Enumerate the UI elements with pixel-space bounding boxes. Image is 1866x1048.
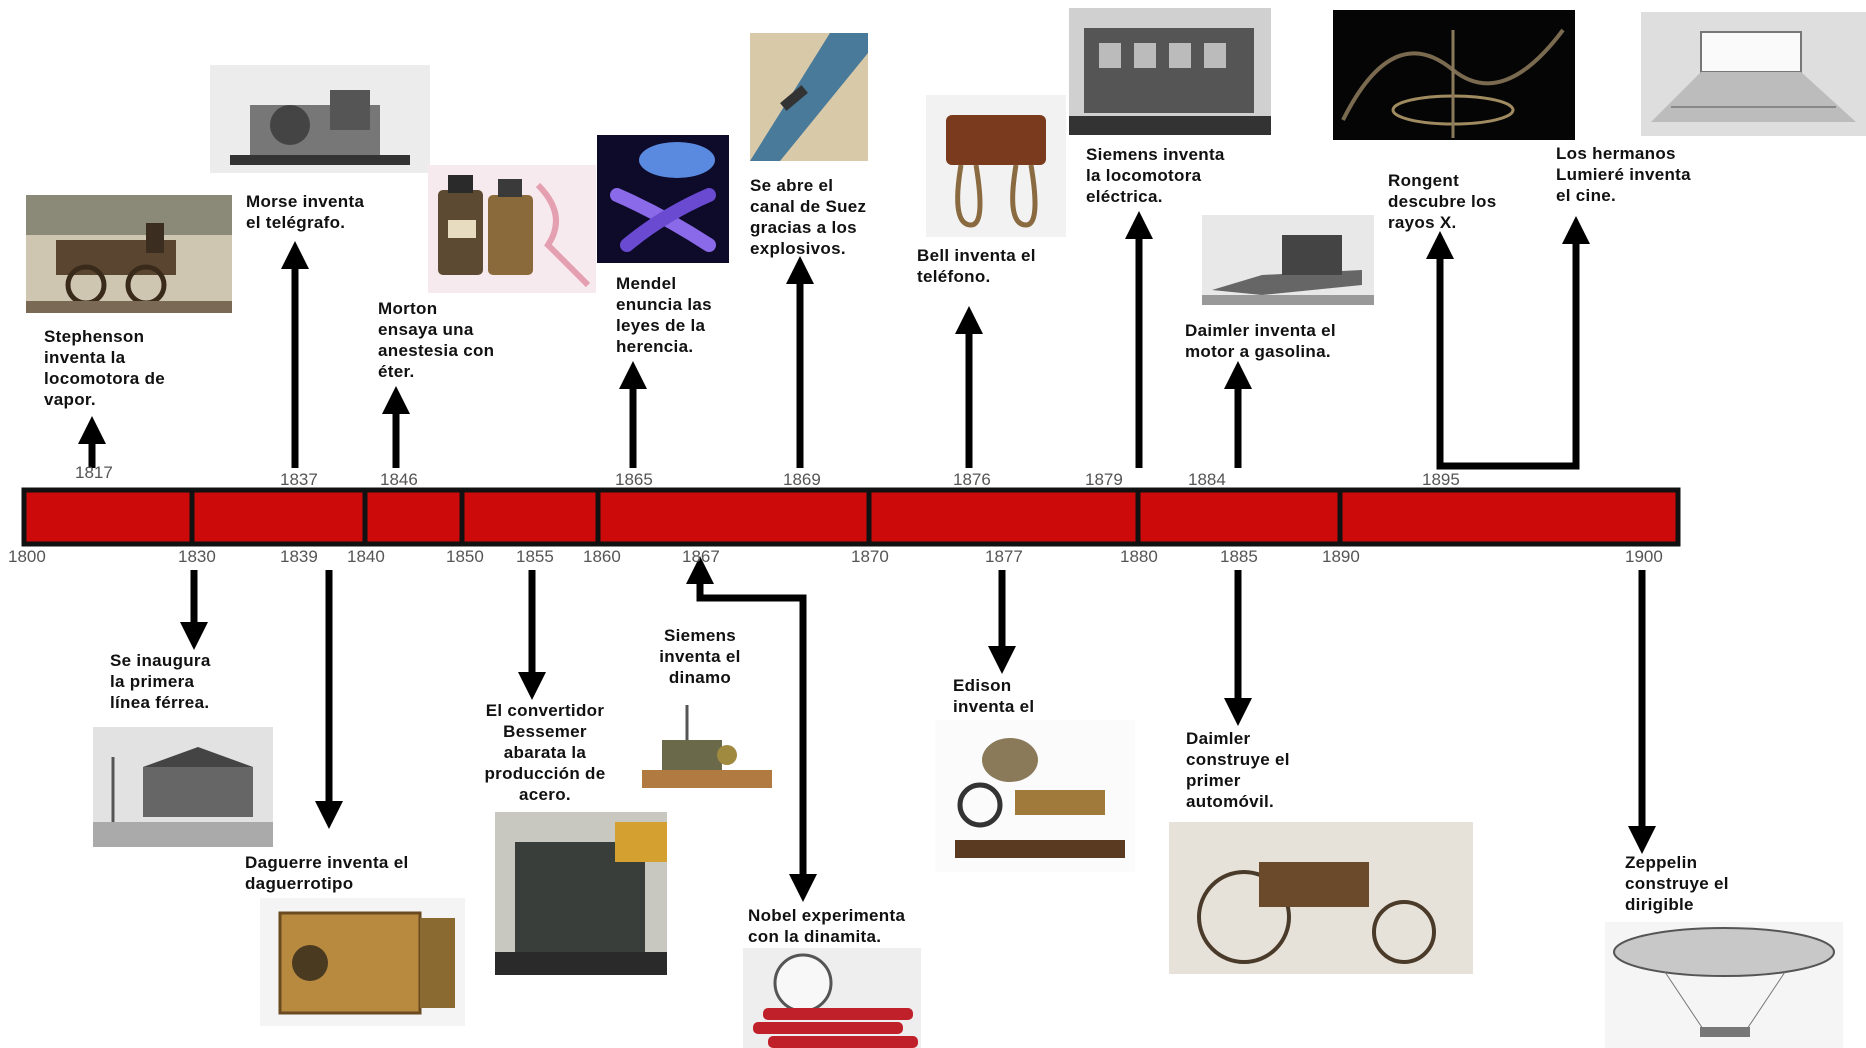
year-label-axis: 1890	[1322, 547, 1360, 566]
phonograph-icon	[935, 720, 1135, 872]
chromosome-icon	[597, 135, 729, 263]
event-bell: Bell inventa el teléfono.	[917, 246, 1036, 286]
year-label-axis: 1880	[1120, 547, 1158, 566]
airship-icon	[1605, 922, 1843, 1048]
event-lumiere: Los hermanos Lumieré inventa el cine.	[1556, 144, 1691, 205]
year-label-above: 1876	[953, 470, 991, 489]
arrows-below	[180, 556, 1656, 902]
arrows-above	[78, 211, 1590, 470]
event-nobel: Nobel experimenta con la dinamita.	[748, 906, 906, 946]
year-label-axis: 1900	[1625, 547, 1663, 566]
year-label-above: 1879	[1085, 470, 1123, 489]
year-label-axis: 1840	[347, 547, 385, 566]
railway-station-icon	[93, 727, 273, 847]
electric-locomotive-icon	[1069, 8, 1271, 135]
arrow-fork-up	[1426, 216, 1590, 470]
event-stephenson: Stephenson inventa la locomotora de vapo…	[44, 327, 166, 409]
year-label-axis: 1860	[583, 547, 621, 566]
event-morton: Morton ensaya una anestesia con éter.	[378, 299, 495, 381]
timeline-bar	[21, 487, 1681, 547]
year-label-axis: 1839	[280, 547, 318, 566]
year-label-axis: 1850	[446, 547, 484, 566]
event-daimler-car: Daimler construye el primer automóvil.	[1186, 729, 1290, 811]
dynamite-icon	[743, 948, 921, 1048]
event-daimler-engine: Daimler inventa el motor a gasolina.	[1185, 321, 1336, 361]
year-label-axis: 1800	[8, 547, 46, 566]
steel-plant-icon	[495, 812, 667, 975]
event-zeppelin: Zeppelin construye el dirigible	[1625, 853, 1729, 914]
xray-tube-icon	[1333, 10, 1575, 140]
year-label-above: 1895	[1422, 470, 1460, 489]
year-label-above: 1884	[1188, 470, 1226, 489]
camera-icon	[260, 898, 465, 1026]
event-morse: Morse inventa el telégrafo.	[246, 192, 365, 232]
event-suez: Se abre el canal de Suez gracias a los e…	[750, 176, 867, 258]
year-label-axis: 1830	[178, 547, 216, 566]
arrow-fork-down	[686, 556, 817, 902]
event-first-railway: Se inaugura la primera línea férrea.	[110, 651, 211, 712]
year-label-above: 1817	[75, 463, 113, 482]
telegraph-icon	[210, 65, 430, 173]
year-label-above: 1846	[380, 470, 418, 489]
year-label-axis: 1870	[851, 547, 889, 566]
steam-locomotive-icon	[26, 195, 232, 313]
event-bessemer: El convertidor Bessemer abarata la produ…	[484, 701, 606, 804]
event-edison: Edison inventa el	[953, 676, 1035, 716]
event-rontgen: Rongent descubre los rayos X.	[1388, 171, 1497, 232]
year-label-above: 1869	[783, 470, 821, 489]
cinema-icon	[1641, 12, 1866, 136]
event-siemens-locomotive: Siemens inventa la locomotora eléctrica.	[1086, 145, 1225, 206]
automobile-icon	[1169, 822, 1473, 974]
suez-canal-icon	[750, 33, 868, 161]
year-label-above: 1837	[280, 470, 318, 489]
ether-bottles-icon	[428, 165, 596, 293]
year-label-axis: 1885	[1220, 547, 1258, 566]
gasoline-engine-icon	[1202, 215, 1374, 305]
event-siemens-dynamo: Siemens inventa el dinamo	[659, 626, 741, 687]
telephone-icon	[926, 95, 1066, 237]
year-label-axis: 1867	[682, 547, 720, 566]
year-label-axis: 1877	[985, 547, 1023, 566]
event-mendel: Mendel enuncia las leyes de la herencia.	[616, 274, 712, 356]
year-label-above: 1865	[615, 470, 653, 489]
event-daguerre: Daguerre inventa el daguerrotipo	[245, 853, 409, 893]
year-label-axis: 1855	[516, 547, 554, 566]
dynamo-icon	[632, 700, 784, 798]
